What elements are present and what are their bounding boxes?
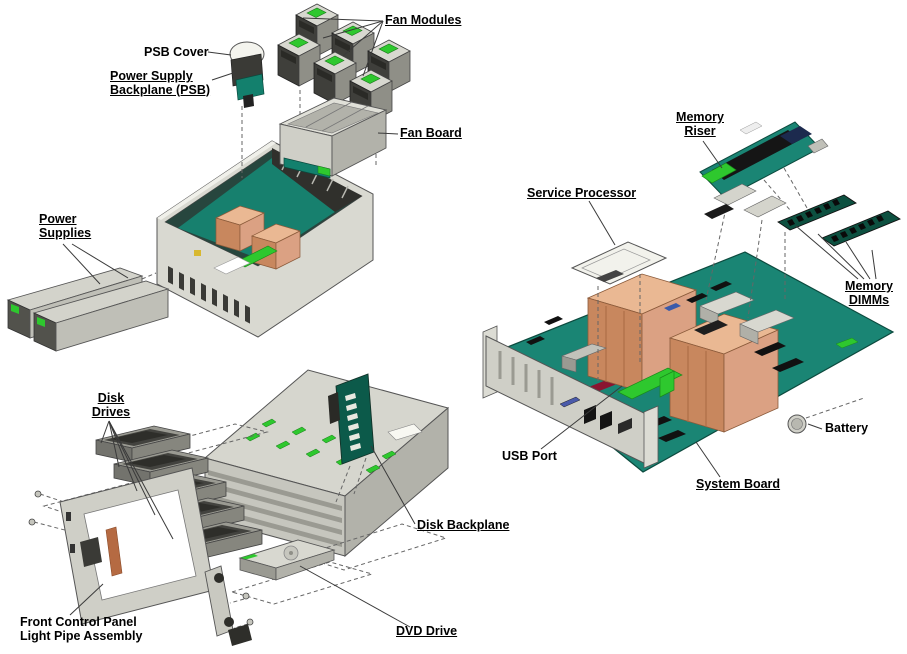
label-service-processor[interactable]: Service Processor <box>527 186 637 200</box>
fan-board-illustration <box>278 97 388 179</box>
label-disk-backplane[interactable]: Disk Backplane <box>417 518 510 532</box>
chassis-vents <box>168 266 250 324</box>
screws <box>28 490 254 626</box>
io-bracket <box>482 325 659 469</box>
vga-port <box>559 396 581 408</box>
label-memory-riser[interactable]: Memory Riser <box>676 110 724 138</box>
label-disk-drives[interactable]: Disk Drives <box>91 391 131 419</box>
label-memory-dimms[interactable]: Memory DIMMs <box>845 279 893 307</box>
front-bezel-illustration <box>28 467 254 646</box>
label-psb-cover: PSB Cover <box>144 45 209 59</box>
label-battery: Battery <box>825 421 869 435</box>
psb-illustration <box>229 41 265 108</box>
system-board-illustration <box>482 251 895 473</box>
label-front-control-panel: Front Control Panel Light Pipe Assembly <box>20 615 143 643</box>
main-chassis-illustration <box>156 140 374 338</box>
power-supplies-illustration <box>6 267 170 352</box>
light-pipe <box>105 526 123 577</box>
disk-cage-illustration <box>203 369 450 558</box>
disk-backplane-illustration <box>328 373 375 465</box>
leader-lines <box>62 17 877 628</box>
riser-lever <box>701 162 737 184</box>
battery-illustration <box>787 414 807 434</box>
memory-dimms-illustration <box>777 194 901 247</box>
label-dvd-drive[interactable]: DVD Drive <box>396 624 458 638</box>
label-power-supply-backplane[interactable]: Power Supply Backplane (PSB) <box>110 69 211 97</box>
label-fan-board[interactable]: Fan Board <box>400 126 462 140</box>
label-system-board[interactable]: System Board <box>696 477 781 491</box>
label-power-supplies[interactable]: Power Supplies <box>39 212 92 240</box>
label-fan-modules[interactable]: Fan Modules <box>385 13 462 27</box>
usb-ports <box>584 405 596 424</box>
memory-riser-illustration <box>699 121 829 219</box>
service-processor-illustration <box>570 241 668 285</box>
label-usb-port: USB Port <box>502 449 557 463</box>
dvd-drive-illustration <box>238 539 336 581</box>
